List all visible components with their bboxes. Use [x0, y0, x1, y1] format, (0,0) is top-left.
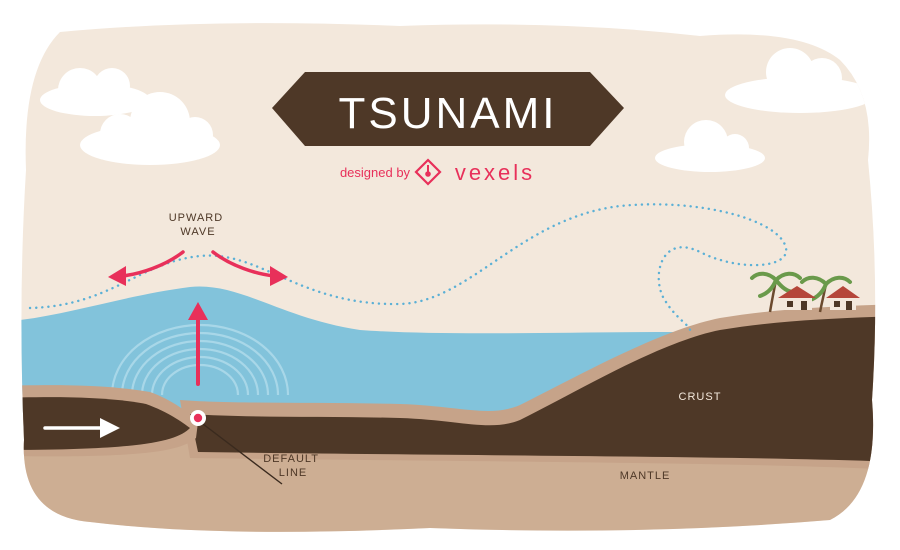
- house-icon: [778, 286, 816, 310]
- label-upward-wave: UPWARD WAVE: [169, 212, 228, 238]
- ocean-water: [21, 286, 700, 420]
- cloud-icon: [40, 68, 220, 165]
- page-title: TSUNAMI: [339, 89, 558, 138]
- label-upward-wave-line1: UPWARD: [169, 212, 223, 224]
- label-default-line-line2: LINE: [279, 467, 307, 479]
- credit: designed by vexels: [340, 158, 535, 186]
- epicenter-icon: [190, 410, 206, 426]
- label-default-line-line1: DEFAULT: [263, 453, 319, 465]
- label-mantle: MANTLE: [620, 470, 671, 482]
- label-default-line: DEFAULT LINE: [263, 453, 323, 479]
- title-banner: TSUNAMI: [272, 72, 624, 146]
- continental-crust-dark: [190, 316, 876, 462]
- arrow-right-icon: [211, 250, 288, 286]
- cloud-icon: [655, 48, 875, 172]
- logo-icon: [414, 158, 442, 186]
- arrow-right-plate-icon: [43, 418, 120, 438]
- default-line-leader: [202, 423, 283, 485]
- credit-prefix: designed by: [340, 165, 411, 180]
- label-upward-wave-line2: WAVE: [180, 226, 215, 238]
- arrow-left-icon: [108, 250, 185, 286]
- label-crust: CRUST: [679, 391, 722, 403]
- wave-path-dotted: [28, 203, 788, 332]
- arrow-up-icon: [188, 302, 208, 386]
- house-icon: [826, 286, 860, 310]
- credit-brand: vexels: [455, 160, 535, 185]
- oceanic-crust-dark: [21, 397, 190, 450]
